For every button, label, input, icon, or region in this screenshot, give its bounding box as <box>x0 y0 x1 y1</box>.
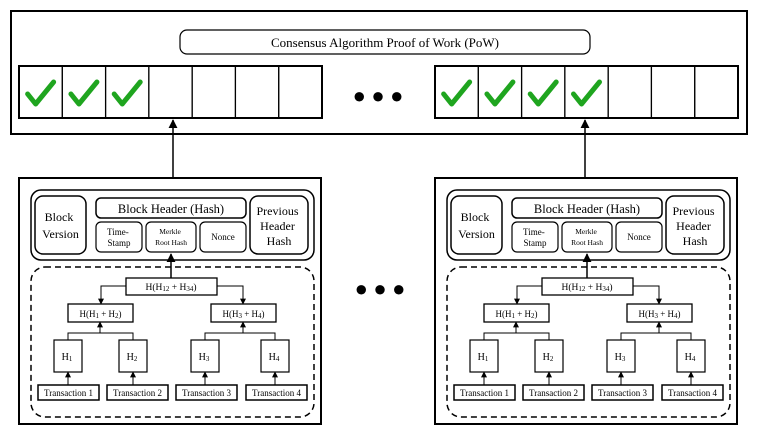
transaction-label: Transaction 4 <box>252 388 301 398</box>
leaf-hash-label: H4 <box>685 352 696 363</box>
transaction-label: Transaction 2 <box>529 388 578 398</box>
transactions: Transaction 1 Transaction 2 Transaction 3 T… <box>453 384 724 401</box>
consensus-title-box <box>179 29 591 55</box>
block-version-box <box>450 195 503 255</box>
timestamp-box <box>95 221 143 253</box>
prev-hash-box <box>249 195 309 255</box>
transaction-label: Transaction 3 <box>182 388 231 398</box>
block-left: Block Version Block Header (Hash) Time- … <box>18 177 322 425</box>
check-icon <box>571 79 602 107</box>
nonce-label: Nonce <box>211 232 235 242</box>
block-header-box <box>95 197 247 219</box>
leaf-hash-label: H4 <box>269 352 280 363</box>
check-icon <box>25 79 57 107</box>
transaction-box <box>591 384 654 401</box>
blocks-ellipsis: ● ● ● <box>355 276 406 301</box>
chain-left <box>18 65 323 119</box>
transaction-box <box>453 384 516 401</box>
timestamp-box <box>511 221 559 253</box>
transaction-box <box>245 384 308 401</box>
nonce-box <box>615 221 663 253</box>
leaf-hashes: H1 H2 H3 H4 <box>53 339 290 385</box>
nonce-box <box>199 221 247 253</box>
merkle-root-label: Merkle Root Hash <box>155 227 187 247</box>
timestamp-label: Time- Stamp <box>107 227 131 248</box>
block-right-content: Block Version Block Header (Hash) Time- … <box>434 177 738 425</box>
transaction-box <box>37 384 100 401</box>
chain-ellipsis: ● ● ● <box>353 83 404 108</box>
root-hash-label: H(H12 + H34) <box>561 282 612 293</box>
block-header-title: Block Header (Hash) <box>534 202 640 216</box>
leaf-hashes: H1 H2 H3 H4 <box>469 339 706 385</box>
block-header-box <box>511 197 663 219</box>
leaf-hash-label: H1 <box>62 352 73 363</box>
leaf-hash-label: H2 <box>127 352 138 363</box>
transaction-label: Transaction 4 <box>668 388 717 398</box>
transaction-label: Transaction 2 <box>113 388 162 398</box>
pair-hash-right: H(H3 + H4) <box>222 309 264 320</box>
block-right: Block Version Block Header (Hash) Time- … <box>434 177 738 425</box>
chain-right-cell <box>694 65 739 119</box>
leaf-hash-box <box>190 339 220 373</box>
check-icon <box>68 79 100 107</box>
check-icon <box>111 79 143 107</box>
merkle-root-box <box>561 221 613 253</box>
leaf-hash-box <box>260 339 290 373</box>
transaction-label: Transaction 3 <box>598 388 647 398</box>
consensus-panel: Consensus Algorithm Proof of Work (PoW) … <box>10 10 748 135</box>
block-version-box <box>34 195 87 255</box>
prev-hash-box <box>665 195 725 255</box>
prev-hash-label: Previous Header Hash <box>673 204 718 248</box>
pair-hash-left: H(H1 + H2) <box>79 309 121 320</box>
transaction-label: Transaction 1 <box>460 388 509 398</box>
transaction-box <box>661 384 724 401</box>
prev-hash-label: Previous Header Hash <box>257 204 302 248</box>
check-icon <box>484 79 516 107</box>
merkle-root-label: Merkle Root Hash <box>571 227 603 247</box>
consensus-title: Consensus Algorithm Proof of Work (PoW) <box>271 35 499 50</box>
pair-hash-right: H(H3 + H4) <box>638 309 680 320</box>
check-icon <box>441 79 473 107</box>
leaf-hash-box <box>676 339 706 373</box>
transactions: Transaction 1 Transaction 2 Transaction 3 T… <box>37 384 308 401</box>
leaf-hash-label: H3 <box>615 352 626 363</box>
leaf-hash-box <box>534 339 564 373</box>
merkle-root-box <box>145 221 197 253</box>
timestamp-label: Time- Stamp <box>523 227 547 248</box>
check-icon <box>527 79 559 107</box>
pair-hash-left: H(H1 + H2) <box>495 309 537 320</box>
block-version-label: Block Version <box>458 210 495 241</box>
transaction-label: Transaction 1 <box>44 388 93 398</box>
leaf-hash-box <box>606 339 636 373</box>
chain-left-cell <box>278 65 323 119</box>
transaction-box <box>106 384 169 401</box>
block-header-title: Block Header (Hash) <box>118 202 224 216</box>
leaf-hash-label: H1 <box>478 352 489 363</box>
block-version-label: Block Version <box>42 210 79 241</box>
leaf-hash-label: H2 <box>543 352 554 363</box>
nonce-label: Nonce <box>627 232 651 242</box>
root-hash-label: H(H12 + H34) <box>145 282 196 293</box>
chain-right <box>434 65 739 119</box>
transaction-box <box>522 384 585 401</box>
leaf-hash-label: H3 <box>199 352 210 363</box>
transaction-box <box>175 384 238 401</box>
